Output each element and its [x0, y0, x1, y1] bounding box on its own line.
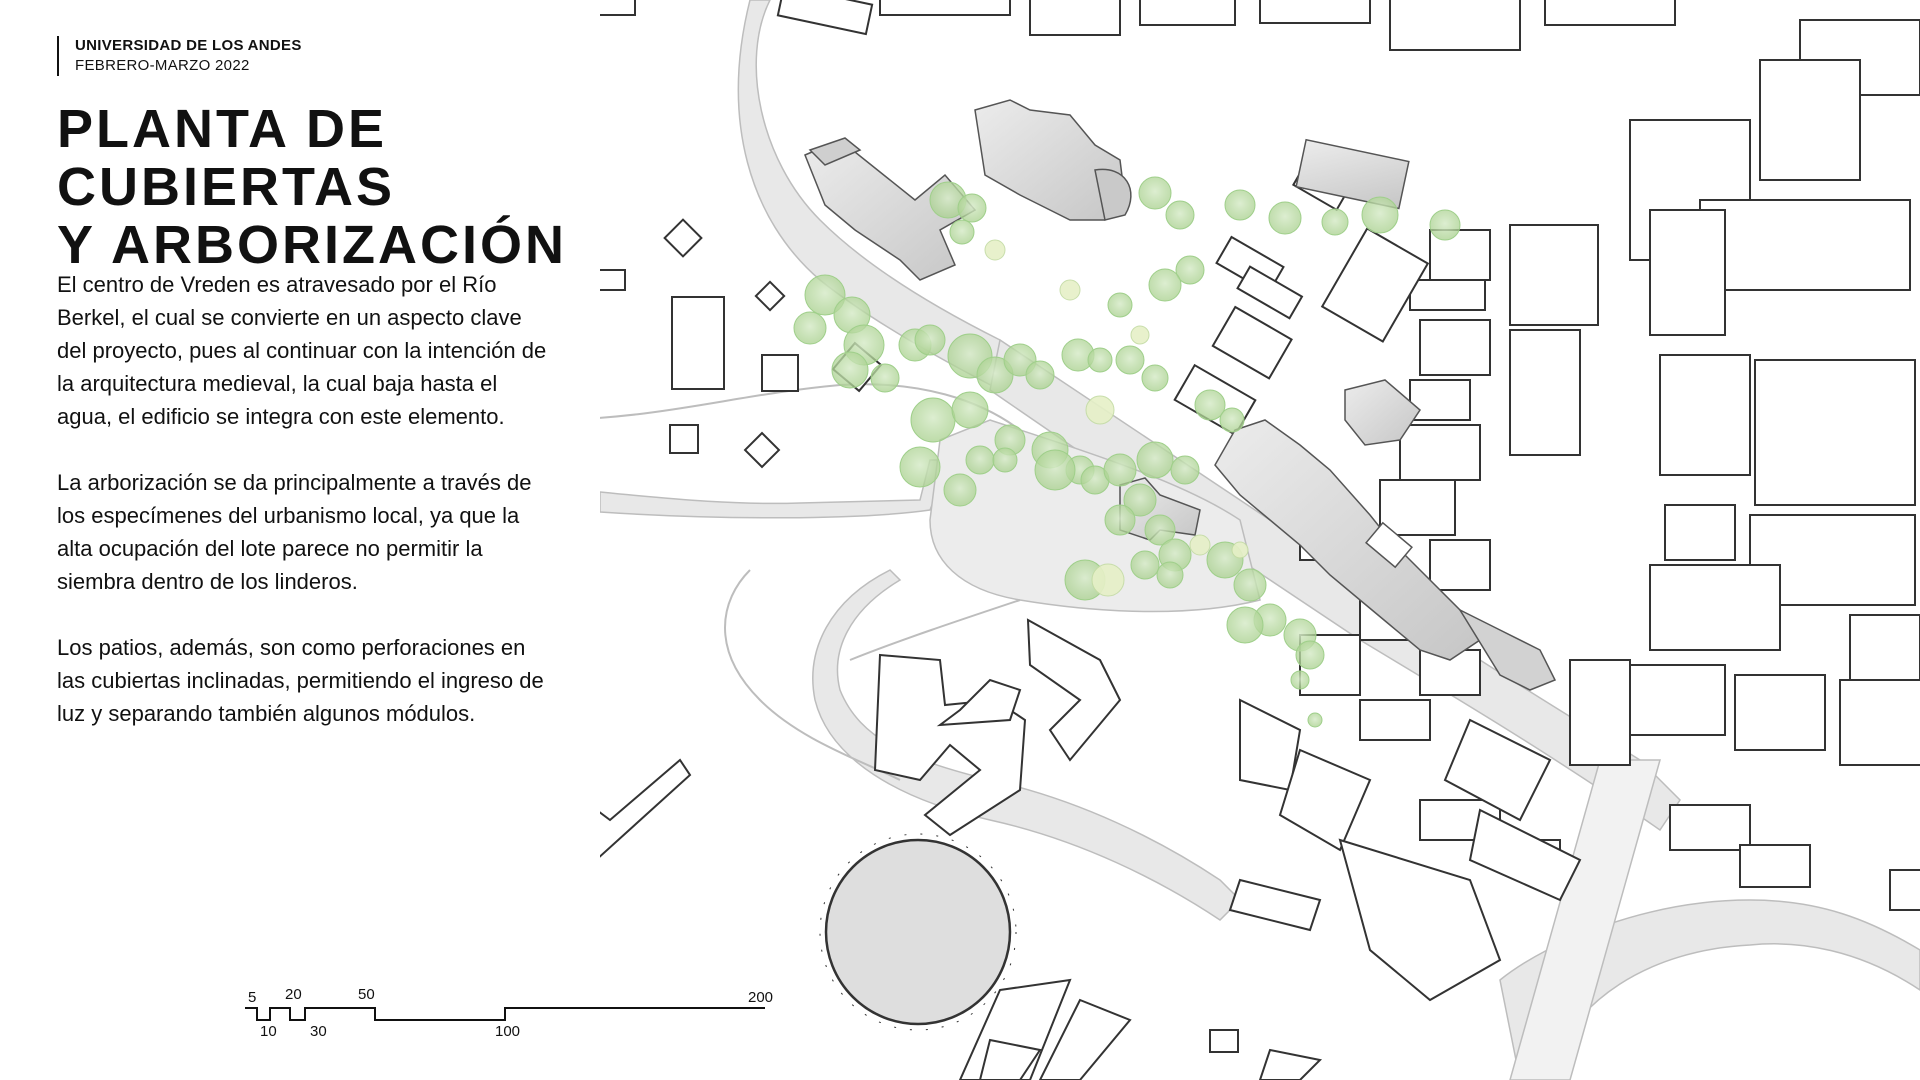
scale-label-100: 100 [495, 1023, 520, 1040]
site-plan-map [600, 0, 1920, 1080]
description-text: El centro de Vreden es atravesado por el… [57, 268, 557, 763]
trees [793, 176, 1461, 728]
page-title: PLANTA DE CUBIERTAS Y ARBORIZACIÓN [57, 100, 737, 274]
circular-plaza [819, 833, 1017, 1031]
trees-highlight [984, 239, 1249, 597]
scale-label-30: 30 [310, 1023, 327, 1040]
scale-label-5: 5 [248, 989, 256, 1006]
roofed-buildings [805, 100, 1557, 691]
scale-label-20: 20 [285, 986, 302, 1003]
paragraph-patios: Los patios, además, son como perforacion… [57, 635, 544, 726]
project-date: FEBRERO-MARZO 2022 [75, 57, 250, 74]
scale-label-50: 50 [358, 986, 375, 1003]
title-line-1: PLANTA DE CUBIERTAS [57, 99, 396, 217]
buildings [600, 0, 1920, 1080]
paragraph-river: El centro de Vreden es atravesado por el… [57, 272, 547, 429]
scale-bar: 5 20 50 200 10 30 100 [245, 986, 773, 1040]
title-line-2: Y ARBORIZACIÓN [57, 215, 568, 275]
header-block: UNIVERSIDAD DE LOS ANDES FEBRERO-MARZO 2… [57, 36, 302, 76]
institution-name: UNIVERSIDAD DE LOS ANDES [75, 37, 302, 54]
scale-label-200: 200 [748, 989, 773, 1006]
scale-label-10: 10 [260, 1023, 277, 1040]
paragraph-trees: La arborización se da principalmente a t… [57, 470, 532, 594]
